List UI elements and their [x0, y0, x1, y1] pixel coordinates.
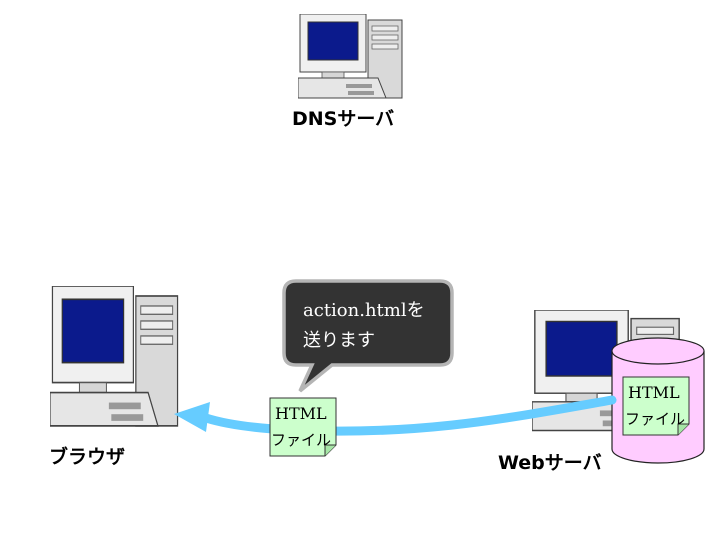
callout-text-line1: action.htmlを [303, 300, 425, 321]
transfer-arrow [170, 388, 625, 448]
browser-computer-icon [50, 286, 180, 434]
transit-html-file-icon [269, 397, 337, 457]
callout-text-line2: 送ります [303, 330, 375, 351]
stored-html-file-icon [622, 376, 690, 436]
dns-server-label: DNSサーバ [292, 108, 395, 130]
stored-file-line2: ファイル [625, 410, 686, 428]
web-server-label: Webサーバ [498, 452, 602, 474]
browser-label: ブラウザ [49, 446, 126, 468]
dns-server-computer-icon [298, 14, 404, 102]
speech-callout-bubble [282, 279, 456, 395]
transit-file-line2: ファイル [271, 431, 332, 449]
transit-file-line1: HTML [275, 404, 327, 423]
stored-file-line1: HTML [628, 383, 680, 402]
